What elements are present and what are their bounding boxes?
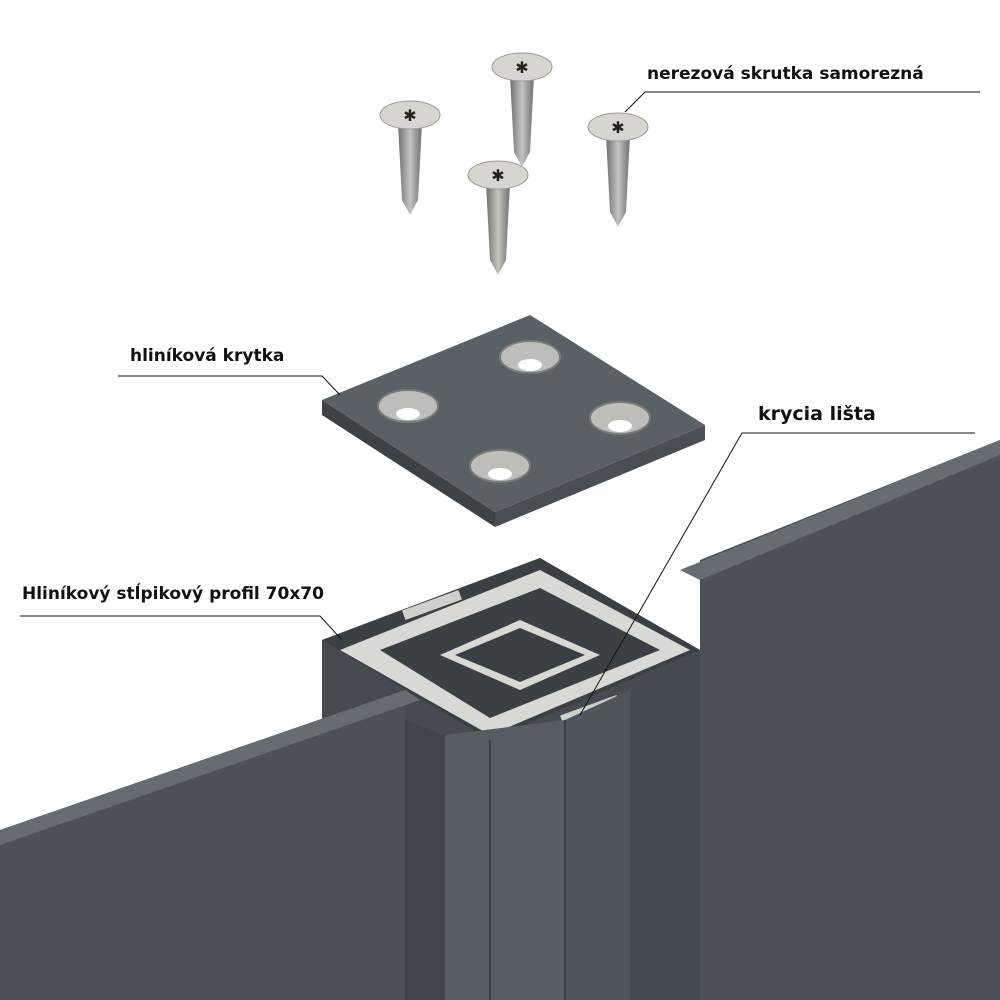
- svg-text:✱: ✱: [515, 58, 528, 77]
- svg-text:✱: ✱: [491, 166, 504, 185]
- screws: ✱ ✱ ✱ ✱: [379, 52, 649, 275]
- screw: ✱: [587, 112, 649, 227]
- leader-lines: [20, 91, 980, 716]
- screw: ✱: [467, 160, 529, 275]
- screw: ✱: [379, 100, 441, 215]
- svg-text:✱: ✱: [611, 118, 624, 137]
- aluminium-cap: [322, 315, 705, 527]
- label-cap: hliníková krytka: [130, 346, 285, 366]
- svg-text:✱: ✱: [403, 106, 416, 125]
- fence-panel: [0, 440, 1000, 1000]
- label-cover-strip: krycia lišta: [758, 403, 876, 425]
- label-post-profile: Hliníkový stĺpikový profil 70x70: [22, 584, 324, 604]
- screw: ✱: [491, 52, 553, 167]
- post-front: [405, 650, 700, 1000]
- label-screw: nerezová skrutka samorezná: [647, 64, 924, 84]
